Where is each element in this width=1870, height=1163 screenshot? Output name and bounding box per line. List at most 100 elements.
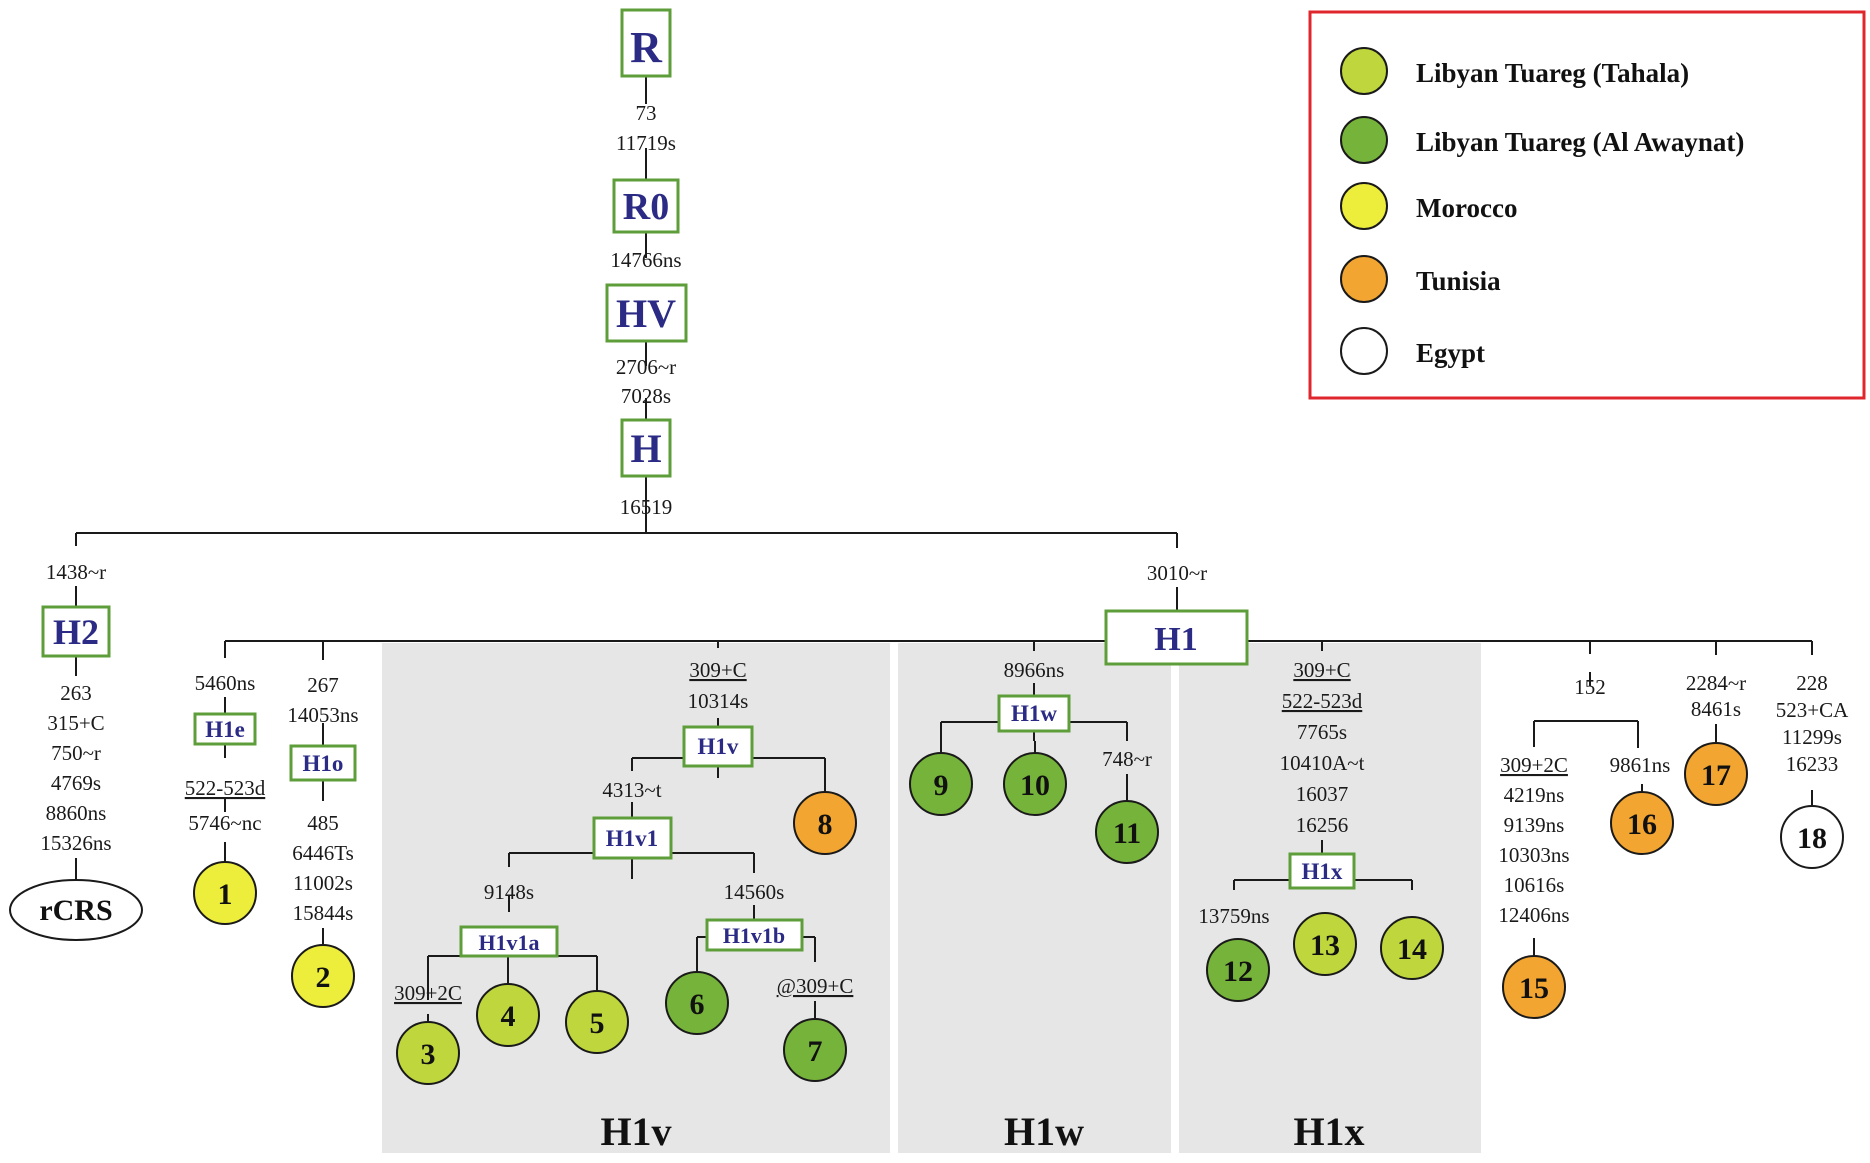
mut-h1v-above-u: 309+C	[689, 658, 746, 682]
label-h2: H2	[53, 612, 99, 652]
box-h1w	[997, 694, 1071, 733]
label-h1x: H1x	[1302, 859, 1343, 884]
mut-h2-3: 750~r	[51, 741, 101, 765]
sample-label-15: 15	[1519, 972, 1549, 1005]
mut-h1o-3: 11002s	[293, 871, 353, 895]
mut-n15-2: 9139ns	[1504, 813, 1565, 837]
legend-label-egypt: Egypt	[1416, 338, 1485, 368]
sample-node-15	[1502, 955, 1566, 1019]
haplogroup-boxes: R R0 HV H H2 H1 H1e H1o H1v H1v1 H1v1a H…	[41, 8, 1356, 958]
sample-node-6	[665, 971, 729, 1035]
box-r	[620, 8, 672, 78]
sample-label-16: 16	[1627, 808, 1657, 841]
sample-node-1	[193, 861, 257, 925]
box-h1	[1104, 609, 1249, 666]
sample-node-11	[1095, 800, 1159, 864]
label-h1v: H1v	[698, 734, 739, 759]
sample-node-8	[793, 791, 857, 855]
box-h2	[41, 605, 111, 658]
sample-node-5	[565, 990, 629, 1054]
sample-node-7	[783, 1018, 847, 1082]
mut-h1e-above: 5460ns	[195, 671, 256, 695]
mut-n11: 748~r	[1102, 747, 1152, 771]
box-r0	[612, 178, 680, 234]
mut-h2-2: 315+C	[47, 711, 104, 735]
sample-label-4: 4	[501, 1000, 516, 1033]
sample-nodes: 1 2 3 4 5 6 7 8 9 10 11 12 13 14 15 16 1…	[193, 742, 1844, 1085]
sample-label-8: 8	[818, 808, 833, 841]
mut-h1x-above-u1: 309+C	[1293, 658, 1350, 682]
mut-152: 152	[1574, 675, 1606, 699]
legend-label-al-awaynat: Libyan Tuareg (Al Awaynat)	[1416, 127, 1744, 157]
mut-h2-above: 1438~r	[46, 560, 106, 584]
label-h1v1a: H1v1a	[478, 930, 539, 955]
box-h1v1	[592, 816, 673, 860]
mut-h1e-below-u: 522-523d	[185, 776, 266, 800]
mut-h1o-4: 15844s	[293, 901, 354, 925]
mut-n15-4: 10616s	[1504, 873, 1565, 897]
mut-h1w-above: 8966ns	[1004, 658, 1065, 682]
sample-label-13: 13	[1310, 929, 1340, 962]
mut-n3: 309+2C	[394, 981, 462, 1005]
box-h1e	[193, 712, 257, 746]
mut-n18-2: 523+CA	[1776, 698, 1849, 722]
sample-label-11: 11	[1113, 817, 1141, 850]
legend-swatch-morocco	[1340, 182, 1388, 230]
sample-label-18: 18	[1797, 822, 1827, 855]
mut-h1x-above-3: 16037	[1296, 782, 1349, 806]
panel-h1x	[1179, 643, 1481, 1153]
mut-n16: 9861ns	[1610, 753, 1671, 777]
sample-node-9	[909, 752, 973, 816]
mut-h1o-above-1: 267	[307, 673, 339, 697]
box-hv	[605, 283, 688, 343]
label-r: R	[630, 23, 663, 72]
sample-node-13	[1293, 912, 1357, 976]
mut-h: 16519	[620, 495, 673, 519]
sample-label-17: 17	[1701, 759, 1731, 792]
legend: Libyan Tuareg (Tahala) Libyan Tuareg (Al…	[1308, 10, 1866, 400]
legend-swatch-tahala	[1340, 47, 1388, 95]
mut-h1o-2: 6446Ts	[292, 841, 354, 865]
box-h1v1b	[705, 918, 804, 952]
mut-h1v1-above: 4313~t	[602, 778, 661, 802]
sample-label-1: 1	[218, 878, 233, 911]
mut-h1x-above-1: 7765s	[1297, 720, 1347, 744]
label-h1v1b: H1v1b	[723, 923, 785, 948]
sample-label-12: 12	[1223, 955, 1253, 988]
label-h1: H1	[1154, 621, 1197, 658]
sample-label-9: 9	[934, 769, 949, 802]
panel-label-h1w: H1w	[1004, 1109, 1084, 1154]
box-h1x	[1288, 852, 1356, 890]
label-h1w: H1w	[1011, 701, 1057, 726]
mut-h1x-above-4: 16256	[1296, 813, 1349, 837]
panel-label-h1v: H1v	[600, 1109, 671, 1154]
mut-h1x-above-2: 10410A~t	[1280, 751, 1365, 775]
box-h	[620, 418, 672, 478]
mut-n12: 13759ns	[1198, 904, 1269, 928]
legend-label-tahala: Libyan Tuareg (Tahala)	[1416, 58, 1689, 88]
sample-node-18	[1780, 805, 1844, 869]
mut-n15-3: 10303ns	[1498, 843, 1569, 867]
sample-node-12	[1206, 938, 1270, 1002]
mut-n15-5: 12406ns	[1498, 903, 1569, 927]
legend-box	[1308, 10, 1866, 400]
mut-h2-5: 8860ns	[46, 801, 107, 825]
box-h1o	[289, 744, 357, 782]
rcrs-label: rCRS	[39, 894, 112, 927]
label-h1v1: H1v1	[606, 826, 658, 851]
mut-n18-1: 228	[1796, 671, 1828, 695]
mutation-labels: 73 11719s 14766ns 2706~r 7028s 16519 143…	[40, 101, 1849, 1005]
sample-label-14: 14	[1397, 933, 1427, 966]
legend-swatch-al-awaynat	[1340, 116, 1388, 164]
sample-label-2: 2	[316, 961, 331, 994]
sample-label-3: 3	[421, 1038, 436, 1071]
mut-h2-1: 263	[60, 681, 92, 705]
mut-n17-2: 8461s	[1691, 697, 1741, 721]
mut-n7: @309+C	[777, 974, 854, 998]
label-h: H	[630, 426, 661, 471]
sample-label-10: 10	[1020, 769, 1050, 802]
legend-swatch-tunisia	[1340, 255, 1388, 303]
mut-n17-1: 2284~r	[1686, 671, 1746, 695]
label-hv: HV	[616, 291, 676, 336]
